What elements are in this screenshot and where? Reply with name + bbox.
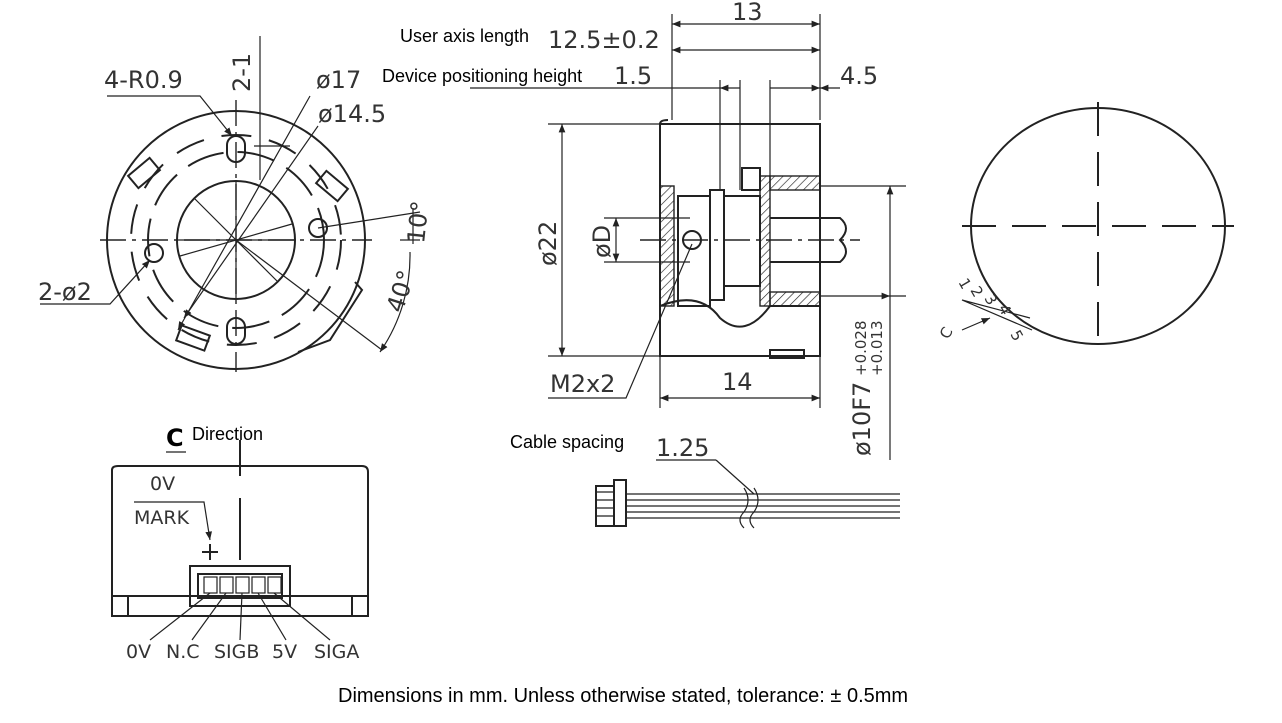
- pin-label-nc: N.C: [166, 641, 200, 663]
- connector-view: C 0V MARK 0V N.C SIGB 5V SIGA: [111, 424, 369, 663]
- ov-mark-label: 0V: [150, 473, 175, 495]
- bottom-slot-hole: [226, 317, 246, 345]
- length-1-5-label: 1.5: [614, 62, 652, 90]
- footer-note: Dimensions in mm. Unless otherwise state…: [338, 685, 908, 707]
- c-direction-label: C: [936, 324, 957, 342]
- length-13-label: 13: [732, 0, 763, 26]
- length-4-5-label: 4.5: [840, 62, 878, 90]
- tolerance-upper-label: +0.028: [852, 320, 870, 376]
- housing-section-left: [659, 185, 675, 307]
- inner-diameter-label: ø14.5: [318, 100, 386, 128]
- user-axis-length-label: User axis length: [400, 26, 529, 46]
- m2-label: M2x2: [550, 370, 615, 398]
- view-letter: C: [166, 424, 184, 452]
- cable-spacing-label: Cable spacing: [510, 432, 624, 452]
- direction-label: Direction: [192, 424, 263, 444]
- angle-10-label: 10°: [402, 199, 434, 244]
- cable-pitch-label: 1.25: [656, 434, 709, 462]
- right-mount-hole: [308, 218, 328, 238]
- pin-number-5: 5: [1007, 327, 1027, 344]
- tolerance-lower-label: +0.013: [868, 320, 886, 376]
- pin-label-siga: SIGA: [314, 641, 359, 663]
- device-positioning-height-label: Device positioning height: [382, 66, 582, 86]
- housing-section-right: [759, 175, 771, 307]
- shaft-fit-label: ø10F7: [848, 382, 876, 456]
- circle-view: 1 2 3 4 5 C: [936, 102, 1234, 350]
- side-view: 13 12.5±0.2 1.5 4.5 ø22 øD M2x2 14 ø10F7…: [470, 0, 906, 460]
- pin-label-0v: 0V: [126, 641, 151, 663]
- holes-label: 2-ø2: [38, 278, 92, 306]
- annotations: User axis length Device positioning heig…: [192, 26, 908, 707]
- length-14-label: 14: [722, 368, 753, 396]
- outer-diameter-label: ø17: [316, 66, 361, 94]
- angle-40-label: 40°: [381, 267, 421, 316]
- cable-view: 1.25: [595, 434, 900, 529]
- pin-label-5v: 5V: [272, 641, 297, 663]
- length-12-5-label: 12.5±0.2: [548, 26, 660, 54]
- pin-label-sigb: SIGB: [214, 641, 259, 663]
- mark-label: MARK: [134, 507, 190, 529]
- connector-housing: [189, 565, 291, 607]
- front-view: 4-R0.9 2-1 ø17 ø14.5 2-ø2 10° 40°: [38, 36, 434, 372]
- diameter-d-label: øD: [588, 225, 616, 258]
- slot-width-label: 2-1: [228, 53, 256, 92]
- radius-label: 4-R0.9: [104, 66, 183, 94]
- top-slot-hole: [226, 135, 246, 163]
- diameter-22-label: ø22: [534, 221, 562, 266]
- left-mount-hole: [144, 243, 164, 263]
